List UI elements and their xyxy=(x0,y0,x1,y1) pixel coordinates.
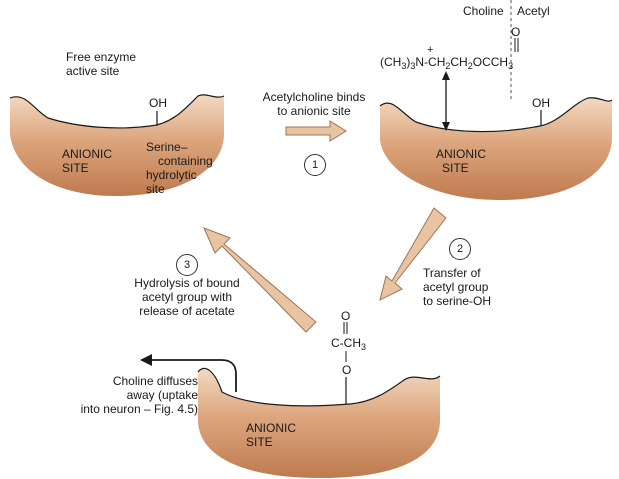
formula-part: ) xyxy=(406,55,411,69)
step3-number-badge: 3 xyxy=(176,254,198,276)
binding-arrow-head-top xyxy=(442,71,450,80)
acetyl-group-formula: C-CH3 xyxy=(331,336,367,352)
anionic-line: SITE xyxy=(62,161,89,175)
step1-line: to anionic site xyxy=(277,104,351,118)
step2-description: Transfer of acetyl group to serine-OH xyxy=(423,266,491,308)
enzyme-surface-acetylated xyxy=(198,368,440,478)
formula-sub: 2 xyxy=(467,61,473,71)
choline-note-line: away (uptake xyxy=(126,388,198,402)
enzyme-surface-bound-outline xyxy=(379,97,613,133)
acetylated-anionic-site-label: ANIONIC SITE xyxy=(246,421,296,449)
choline-diffuses-note: Choline diffuses away (uptake into neuro… xyxy=(60,374,198,416)
free-oh-label: OH xyxy=(149,96,167,110)
choline-note-line: Choline diffuses xyxy=(112,374,198,388)
formula-part: N-CH xyxy=(415,55,446,69)
formula-part: C-CH xyxy=(331,336,361,350)
formula-part: (CH xyxy=(380,55,402,69)
serine-line: Serine– xyxy=(146,140,188,154)
formula-sub: 3 xyxy=(361,342,367,352)
step3-arrow xyxy=(203,227,317,333)
acetylcholine-formula: (CH3)3N-CH2CH2OCCH3 xyxy=(380,55,514,71)
free-enzyme-caption: Free enzyme active site xyxy=(66,50,136,78)
step1-arrow xyxy=(285,120,347,142)
ester-oxygen: O xyxy=(342,363,352,377)
quaternary-charge: + xyxy=(427,44,434,56)
caption-line: Free enzyme xyxy=(66,50,137,64)
caption-line: active site xyxy=(66,64,120,78)
anionic-line: ANIONIC xyxy=(436,147,487,161)
step1-line: Acetylcholine binds xyxy=(262,90,366,104)
step2-arrow xyxy=(379,207,447,301)
formula-part: OCCH xyxy=(472,55,509,69)
step1-description: Acetylcholine binds to anionic site xyxy=(252,90,376,118)
enzyme-surface-bound xyxy=(380,97,612,200)
step1-number-badge: 1 xyxy=(304,154,326,176)
step3-description: Hydrolysis of bound acetyl group with re… xyxy=(120,276,254,318)
formula-sub: 3 xyxy=(410,61,416,71)
choline-diffusion-path xyxy=(150,359,237,392)
choline-note-line: into neuron – Fig. 4.5) xyxy=(80,402,198,416)
step3-line: acetyl group with xyxy=(141,290,233,304)
anionic-line: SITE xyxy=(246,435,273,449)
step3-line: Hydrolysis of bound xyxy=(134,276,240,290)
bound-oh-label: OH xyxy=(532,96,550,110)
acetyl-label: Acetyl xyxy=(517,4,550,18)
formula-sub: 2 xyxy=(445,61,451,71)
serine-line: containing xyxy=(158,154,213,168)
bound-anionic-site-label: ANIONIC SITE xyxy=(436,147,486,175)
formula-sub: 3 xyxy=(508,61,514,71)
enzyme-surface-free-outline xyxy=(9,94,225,129)
step3-line: release of acetate xyxy=(139,304,235,318)
formula-sub: 3 xyxy=(401,61,407,71)
step2-number-badge: 2 xyxy=(449,238,471,260)
serine-line: hydrolytic xyxy=(146,168,197,182)
anionic-line: ANIONIC xyxy=(246,421,297,435)
anionic-line: ANIONIC xyxy=(62,147,113,161)
acetyl-carbonyl-oxygen: O xyxy=(341,309,351,323)
step2-line: acetyl group xyxy=(423,280,489,294)
step2-line: to serine-OH xyxy=(423,294,492,308)
serine-line: site xyxy=(146,182,165,196)
carbonyl-oxygen: O xyxy=(511,25,521,39)
free-anionic-site-label: ANIONIC SITE xyxy=(62,147,112,175)
choline-diffusion-arrowhead xyxy=(140,354,152,366)
serine-site-label: Serine– containing hydrolytic site xyxy=(146,140,213,196)
enzyme-surface-acetylated-outline xyxy=(197,367,441,407)
binding-arrow-head-bottom xyxy=(442,122,450,131)
formula-part: CH xyxy=(450,55,468,69)
choline-label: Choline xyxy=(463,4,504,18)
step2-line: Transfer of xyxy=(423,266,481,280)
anionic-line: SITE xyxy=(442,161,469,175)
